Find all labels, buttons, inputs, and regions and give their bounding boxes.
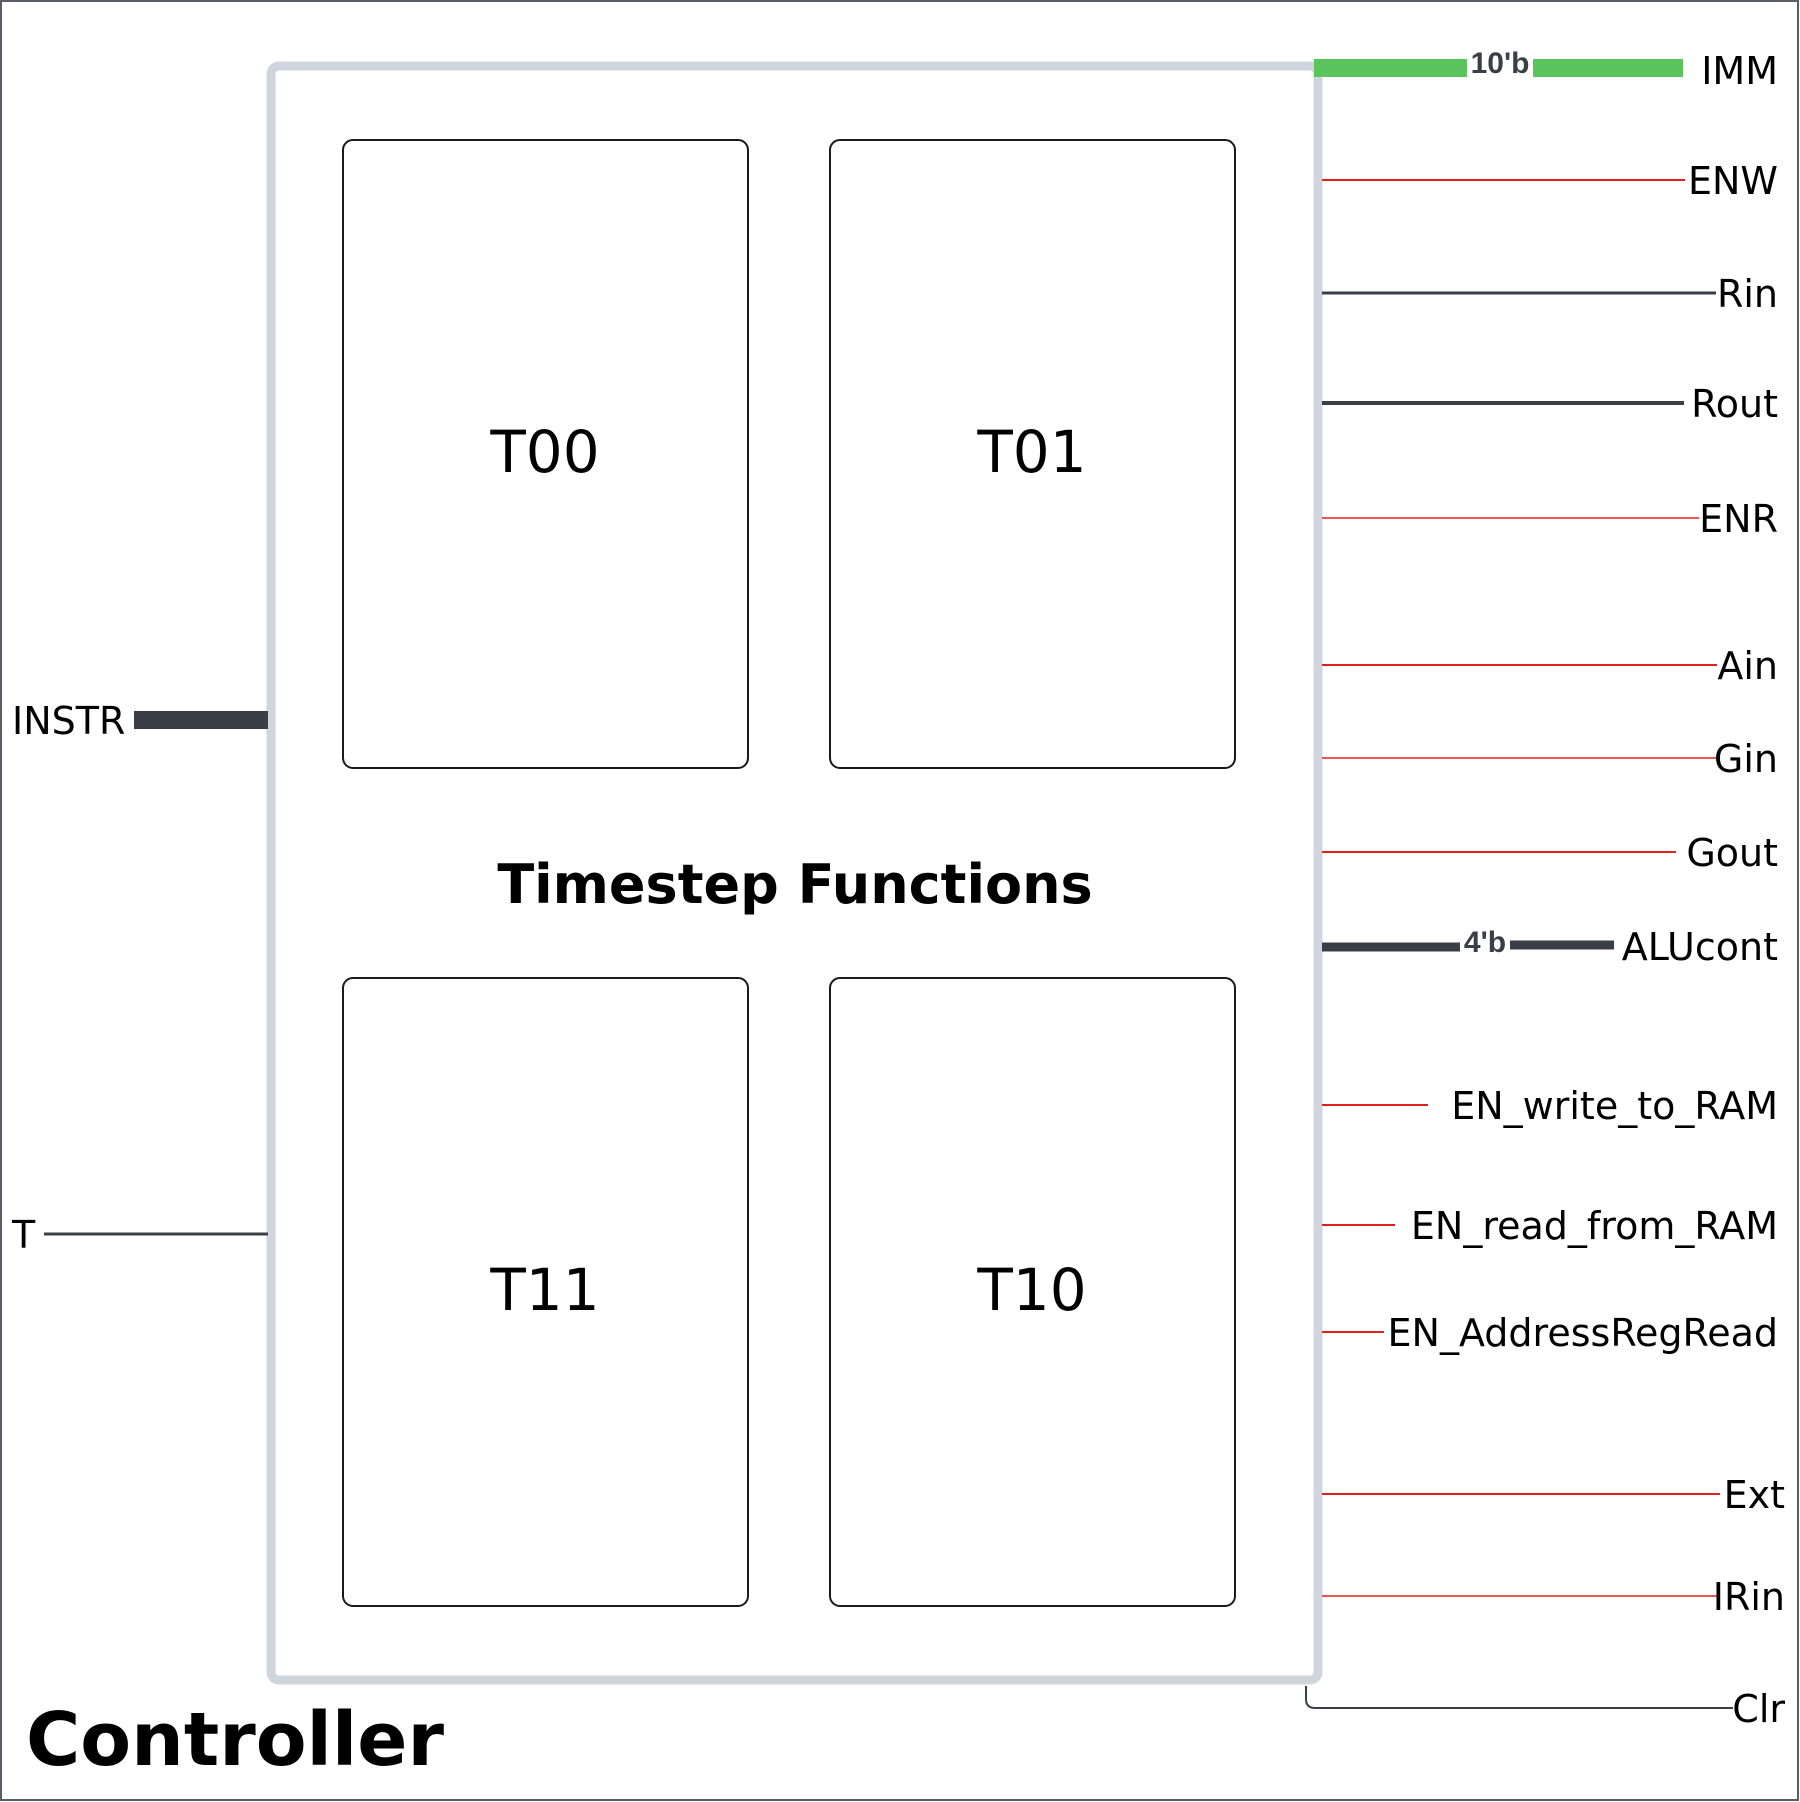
output-rin: Rin: [1322, 272, 1778, 316]
timestep-box-label: T01: [976, 418, 1086, 486]
output-rout: Rout: [1322, 382, 1778, 426]
output-en-addressregread: EN_AddressRegRead: [1322, 1311, 1778, 1355]
output-label: ALUcont: [1622, 925, 1778, 969]
output-irin: IRin: [1322, 1575, 1785, 1619]
output-ain: Ain: [1322, 644, 1778, 688]
output-label: IRin: [1713, 1575, 1785, 1619]
output-label: EN_write_to_RAM: [1451, 1084, 1778, 1128]
output-label: Rout: [1691, 382, 1778, 426]
input-instr: INSTR: [12, 699, 268, 743]
input-label: T: [11, 1213, 36, 1257]
output-label: EN_read_from_RAM: [1411, 1204, 1778, 1248]
output-label: IMM: [1701, 49, 1778, 93]
output-enw: ENW: [1322, 159, 1778, 203]
output-label: EN_AddressRegRead: [1388, 1311, 1778, 1355]
output-label: Gin: [1714, 737, 1778, 781]
output-label: ENR: [1699, 497, 1778, 541]
output-imm: 10'b IMM: [1314, 47, 1778, 93]
output-en-write-to-ram: EN_write_to_RAM: [1322, 1084, 1778, 1128]
output-clr: Clr: [1305, 1686, 1785, 1731]
output-enr: ENR: [1322, 497, 1778, 541]
output-label: Rin: [1717, 272, 1778, 316]
output-gin: Gin: [1322, 737, 1778, 781]
timestep-box-t00: T00: [342, 139, 749, 769]
output-gout: Gout: [1322, 831, 1778, 875]
output-alucont: 4'b ALUcont: [1322, 925, 1778, 969]
timestep-box-label: T11: [489, 1256, 599, 1324]
output-en-read-from-ram: EN_read_from_RAM: [1322, 1204, 1778, 1248]
output-label: ENW: [1688, 159, 1778, 203]
controller-title: Controller: [26, 1697, 444, 1783]
output-label: Ext: [1724, 1473, 1785, 1517]
timestep-box-t01: T01: [829, 139, 1236, 769]
input-label: INSTR: [12, 699, 125, 743]
timestep-box-label: T00: [489, 418, 599, 486]
bus-width-tag: 4'b: [1464, 926, 1506, 959]
output-label: Ain: [1717, 644, 1778, 688]
bus-width-tag: 10'b: [1471, 47, 1530, 80]
output-label: Clr: [1732, 1687, 1785, 1731]
timestep-box-t10: T10: [829, 977, 1236, 1607]
output-ext: Ext: [1322, 1473, 1785, 1517]
timestep-box-label: T10: [976, 1256, 1086, 1324]
output-label: Gout: [1686, 831, 1778, 875]
input-t: T: [11, 1213, 268, 1257]
timestep-box-t11: T11: [342, 977, 749, 1607]
timestep-functions-heading: Timestep Functions: [497, 853, 1092, 916]
